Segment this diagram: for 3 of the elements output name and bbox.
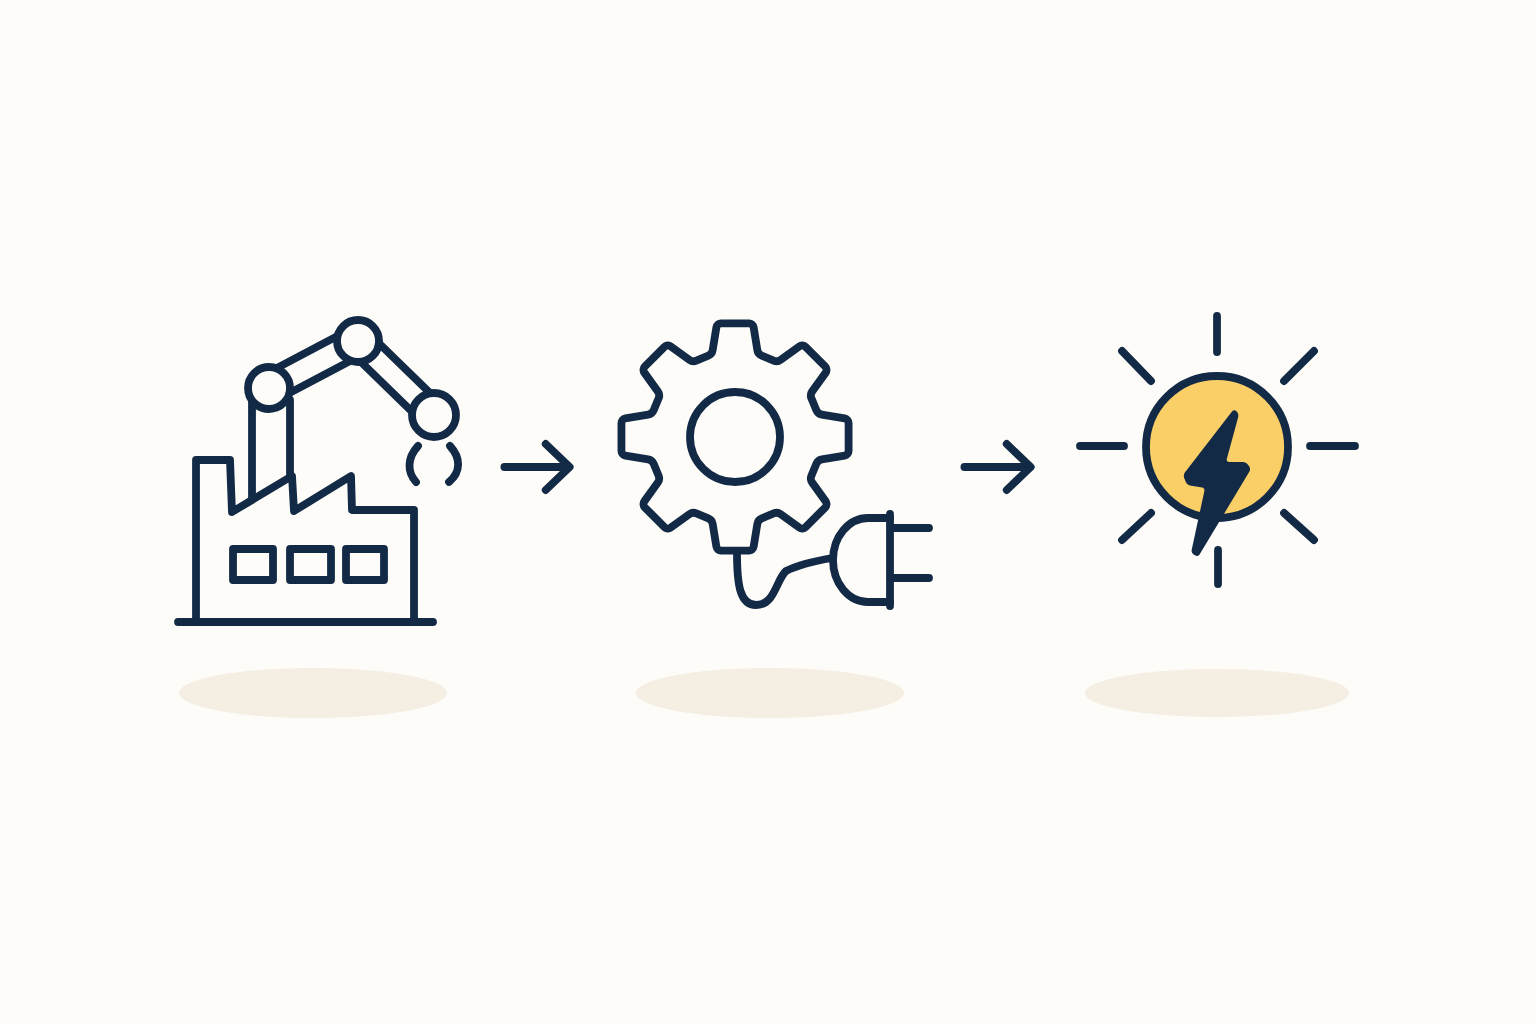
factory-robot-arm-icon — [174, 316, 463, 626]
sun-lightning-icon — [1076, 312, 1359, 588]
gear-plug-icon — [617, 319, 933, 610]
